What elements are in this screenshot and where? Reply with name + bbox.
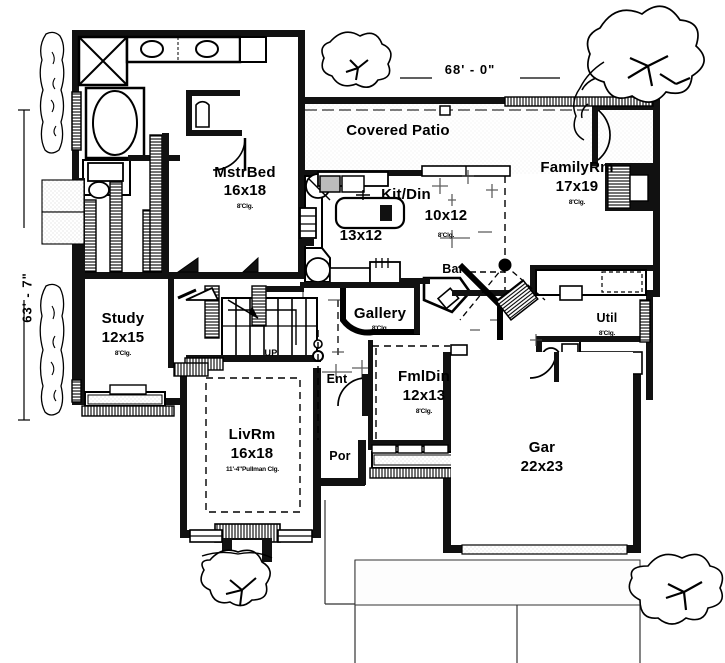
- angled-hall: [457, 258, 546, 340]
- room-label-gar: Gar: [528, 439, 556, 456]
- room-label-mstrbed: MstrBed: [214, 164, 276, 181]
- staircase: [184, 285, 324, 371]
- family-room: [504, 96, 655, 295]
- room-dim-kitdin: 10x12: [424, 207, 468, 224]
- room-label-fmldin: FmlDin: [397, 368, 451, 385]
- entry: [317, 330, 368, 440]
- room-label-ent: Ent: [326, 372, 348, 386]
- landscape-tree-topleft: [321, 31, 392, 88]
- room-dim-livrm: 16x18: [230, 445, 274, 462]
- dimension-lines: [18, 77, 560, 421]
- room-dim-gar: 22x23: [520, 458, 564, 475]
- room-clg-kitdin: 8'Clg.: [437, 232, 455, 239]
- room-clg-study: 8'Clg.: [114, 350, 132, 357]
- landscape-shrub-left: [39, 31, 65, 416]
- room-clg-livrm: 11'-4"Pullman Clg.: [225, 466, 280, 473]
- landscape-tree-bottomleft: [200, 549, 273, 607]
- landscape-tree-bottomright: [628, 553, 724, 625]
- room-label-bar: Bar: [442, 262, 464, 276]
- garage: [450, 344, 633, 555]
- room-dim-kitdin-alt: 13x12: [339, 227, 383, 244]
- room-label-covered-patio: Covered Patio: [346, 122, 450, 139]
- room-clg-mstrbed: 8'Clg.: [236, 203, 254, 210]
- room-clg-gallery: 8'Clg.: [371, 325, 389, 332]
- stair-up-marker: UP: [264, 348, 278, 358]
- study: [71, 278, 220, 417]
- master-suite: [71, 30, 309, 279]
- left-planters: [41, 179, 85, 245]
- room-label-gallery: Gallery: [353, 305, 407, 322]
- room-dim-mstrbed: 16x18: [223, 182, 267, 199]
- room-dim-study: 12x15: [101, 329, 145, 346]
- room-dim-familyrm: 17x19: [555, 178, 599, 195]
- formal-dining: [368, 340, 463, 479]
- overall-width-dimension: 68' - 0": [444, 62, 496, 77]
- room-dim-fmldin: 12x13: [402, 387, 446, 404]
- room-label-kitdin: Kit/Din: [381, 186, 431, 203]
- landscape-tree-topright: [573, 5, 705, 141]
- covered-patio: [305, 104, 653, 177]
- room-label-study: Study: [101, 310, 145, 327]
- room-clg-fmldin: 8'Clg.: [415, 408, 433, 415]
- overall-depth-dimension: 63' - 7": [19, 272, 35, 323]
- room-clg-familyrm: 8'Clg.: [568, 199, 586, 206]
- room-label-livrm: LivRm: [228, 426, 276, 443]
- room-label-por: Por: [329, 449, 351, 463]
- room-label-util: Util: [596, 311, 618, 325]
- room-clg-util: 8'Clg.: [598, 330, 616, 337]
- room-label-familyrm: FamilyRm: [540, 159, 614, 176]
